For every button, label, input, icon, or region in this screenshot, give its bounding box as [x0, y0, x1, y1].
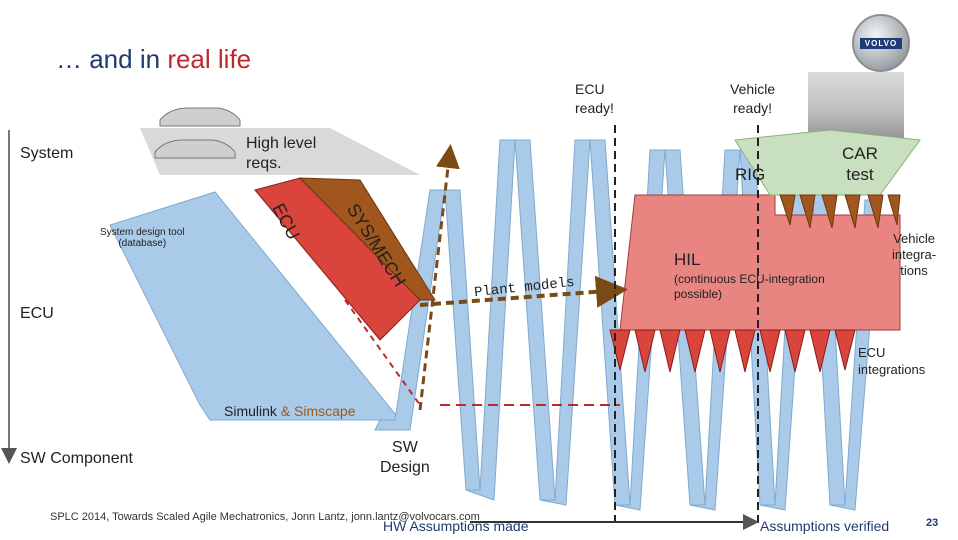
level-sw-component: SW Component [20, 450, 133, 467]
ecu-integrations-label: ECU integrations [858, 345, 926, 377]
plant-models-arrow [419, 275, 628, 308]
volvo-logo: VOLVO [852, 14, 910, 72]
high-level-reqs-label: High level reqs. [246, 135, 317, 172]
ecu-ready-label: ECU ready! [575, 81, 614, 116]
hw-assumptions-label: HW Assumptions made [383, 518, 529, 534]
citation: SPLC 2014, Towards Scaled Agile Mechatro… [50, 511, 480, 523]
system-design-tool-label: System design tool (database) [100, 227, 185, 249]
sys-mech-band [298, 177, 436, 301]
title-prefix: … and in [56, 44, 161, 74]
car-icons [154, 107, 241, 159]
hil-note-label: (continuous ECU-integration possible) [674, 272, 825, 301]
logo-wordmark: VOLVO [860, 38, 902, 49]
simscape-label: Simscape [294, 403, 356, 419]
hil-label: HIL [674, 250, 701, 269]
rig-car-band [734, 129, 921, 196]
simulink-label: Simulink [224, 403, 277, 419]
page-number: 23 [926, 517, 939, 529]
assumptions-verified-label: Assumptions verified [760, 518, 890, 534]
title-accent: real life [167, 44, 252, 74]
car-test-label: CAR test [842, 144, 878, 184]
hil-block [619, 194, 901, 331]
and-label: & [280, 403, 291, 419]
rig-label: RIG [735, 165, 766, 184]
level-system: System [20, 145, 74, 162]
vehicle-integration-teeth [779, 194, 901, 229]
vehicle-ready-label: Vehicle ready! [730, 81, 776, 116]
upward-dashed-arrow [418, 144, 460, 411]
level-ecu: ECU [20, 305, 54, 322]
slide-title: … and in real life [56, 44, 251, 75]
ecu-integration-teeth [609, 329, 856, 373]
vehicle-integrations-label: Vehicle integra- tions [892, 231, 937, 278]
simulink-simscape-label: Simulink & Simscape [224, 403, 356, 419]
sw-design-label: SW Design [380, 439, 430, 476]
